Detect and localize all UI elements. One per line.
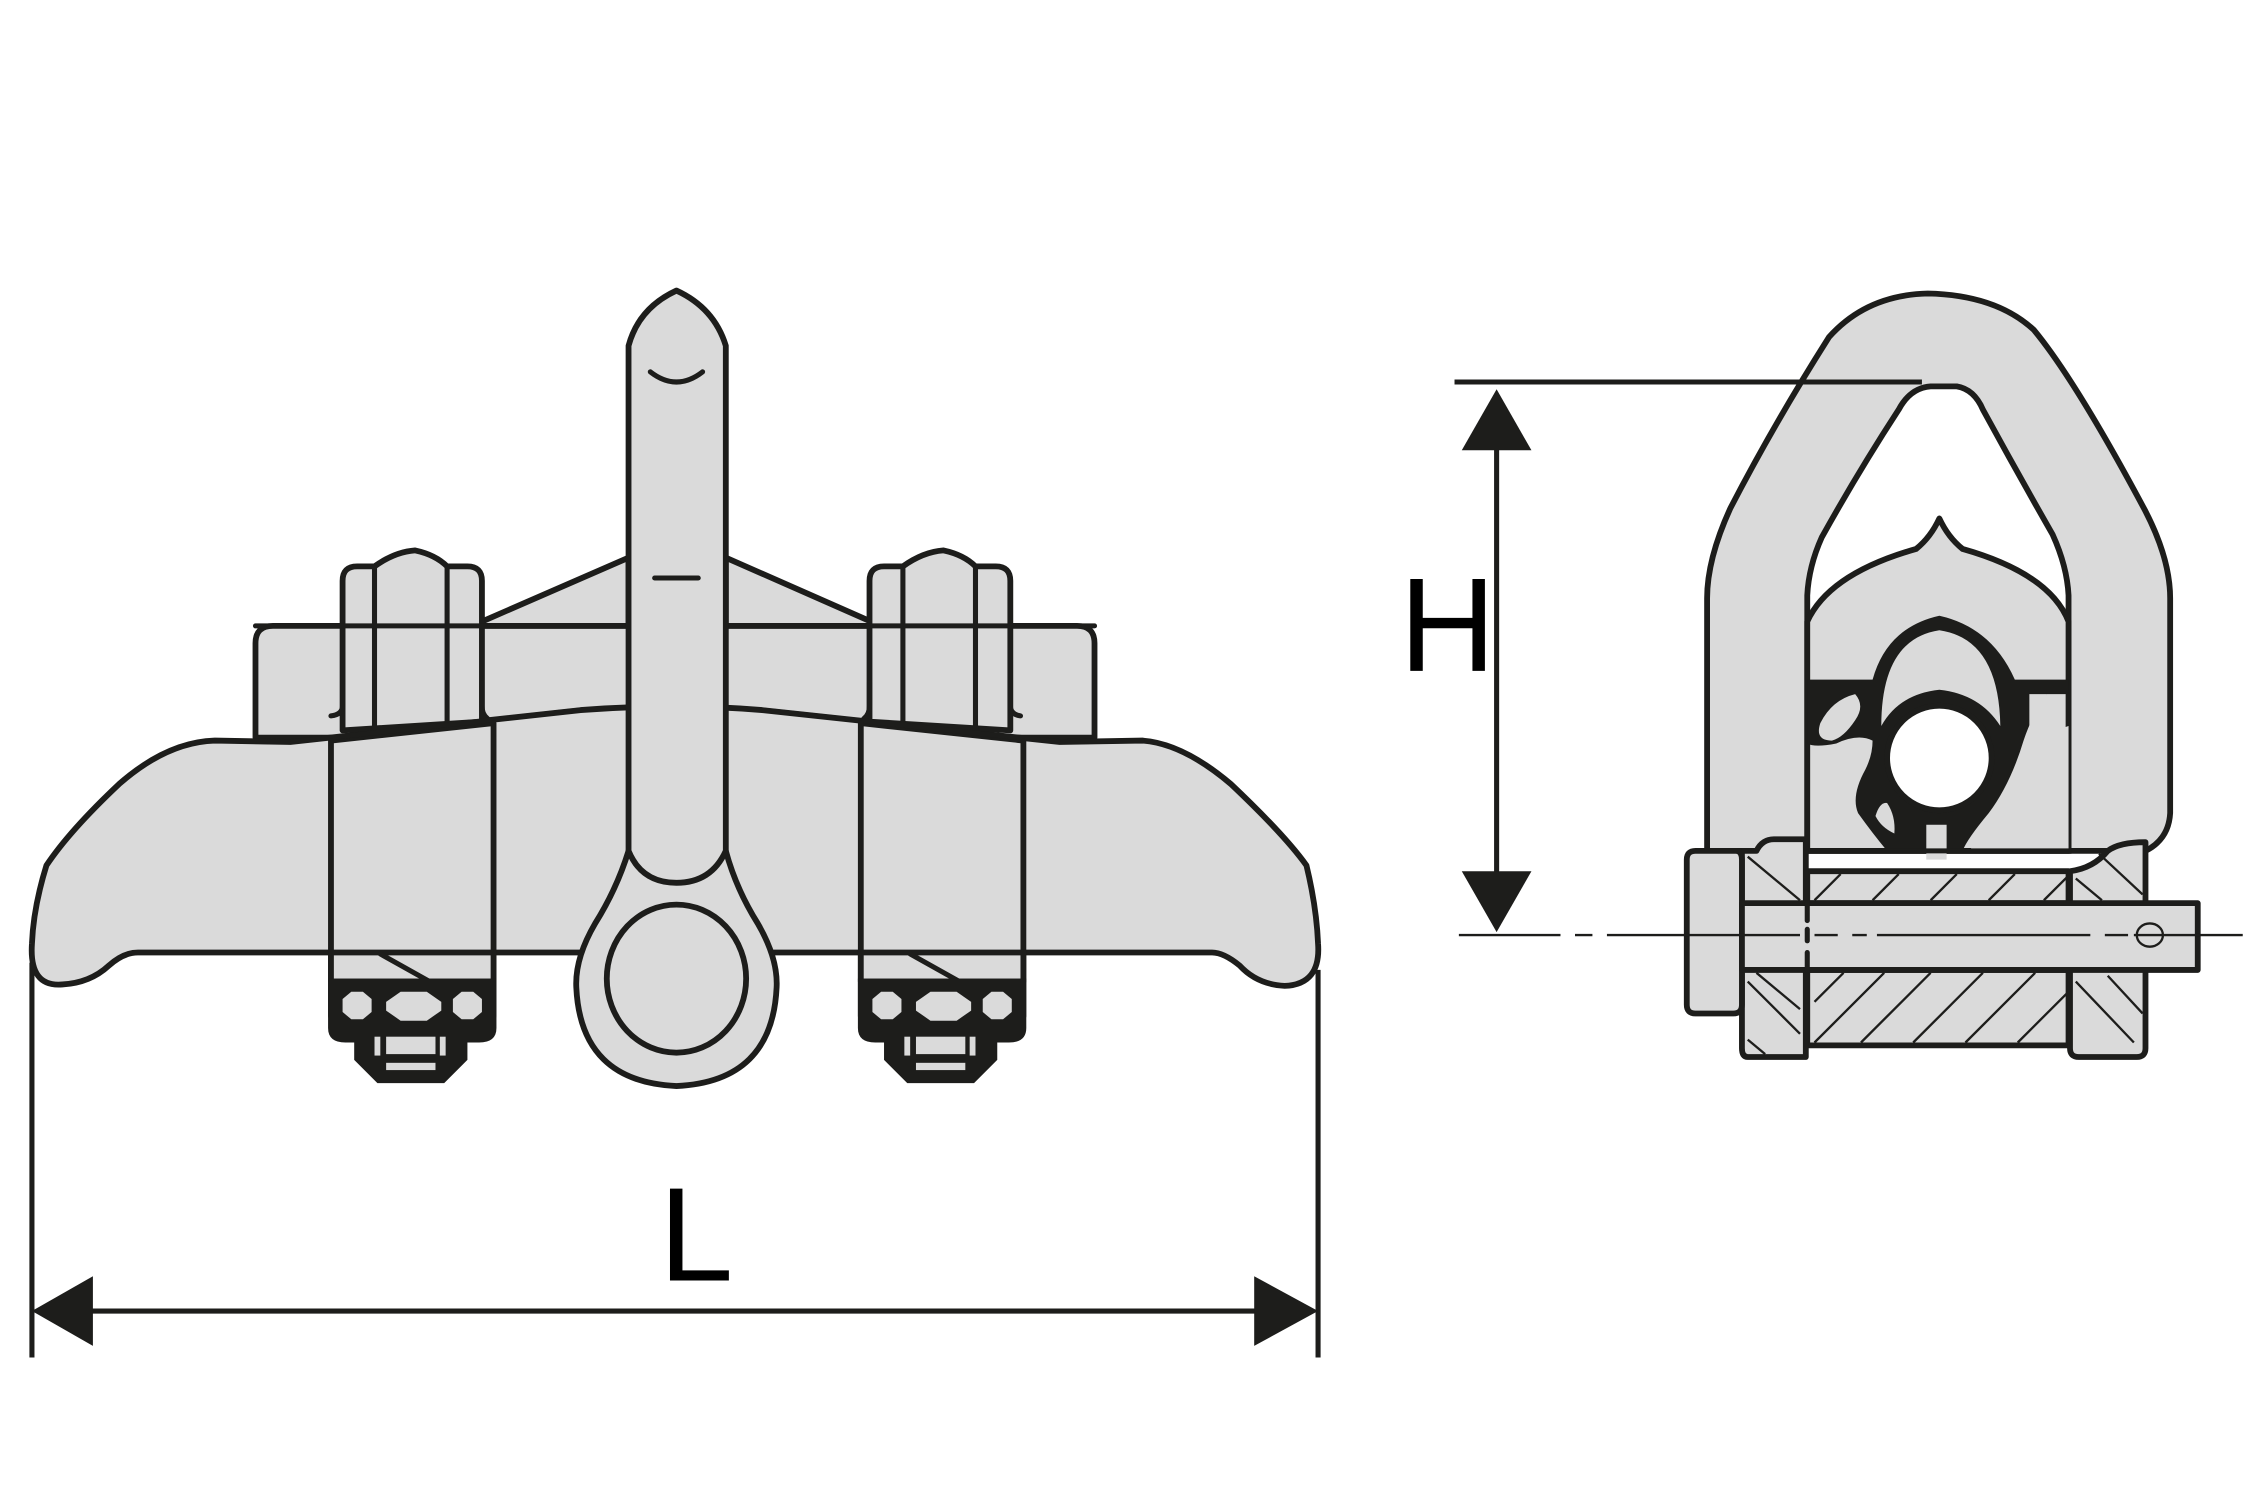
bolt-shank xyxy=(1739,900,2201,973)
dimension-label-h: H xyxy=(1399,551,1495,700)
swivel-side-light xyxy=(1968,694,2069,851)
upper-wedge-right xyxy=(722,554,874,629)
dimension-label-l: L xyxy=(659,1161,733,1310)
bolt-hook-left-2 xyxy=(479,679,491,722)
bolt-loop-left xyxy=(339,547,485,734)
height-dimension: H xyxy=(1399,379,1922,933)
swivel-slot-left xyxy=(1818,694,1861,741)
side-section-view xyxy=(1458,290,2243,1060)
length-dimension: L xyxy=(29,962,1321,1358)
upper-wedge-left xyxy=(479,554,632,629)
bolt-loop-right xyxy=(866,547,1014,734)
bolt-hook-right xyxy=(861,679,873,722)
stem-mark-arc xyxy=(647,369,706,385)
lifting-eye-hole xyxy=(603,901,750,1056)
bolt-head xyxy=(1683,847,1745,1017)
arrowhead-left-icon xyxy=(31,1276,93,1346)
arrowhead-up-icon xyxy=(1461,389,1532,451)
swivel-bore xyxy=(1884,702,1995,814)
swivel-slot-lower xyxy=(1875,802,1895,834)
swivel-pin-slot xyxy=(1926,824,1947,860)
front-view xyxy=(28,287,1322,1089)
lifting-stem xyxy=(625,287,729,886)
arrowhead-right-icon xyxy=(1254,1276,1319,1346)
bolt-hook-right-2 xyxy=(1007,578,1024,719)
bolt-hook-left xyxy=(328,578,346,719)
nut-left xyxy=(328,949,497,1084)
swivel-inner-light xyxy=(1881,630,2001,727)
nut-right xyxy=(857,949,1027,1084)
arrowhead-down-icon xyxy=(1461,871,1532,933)
